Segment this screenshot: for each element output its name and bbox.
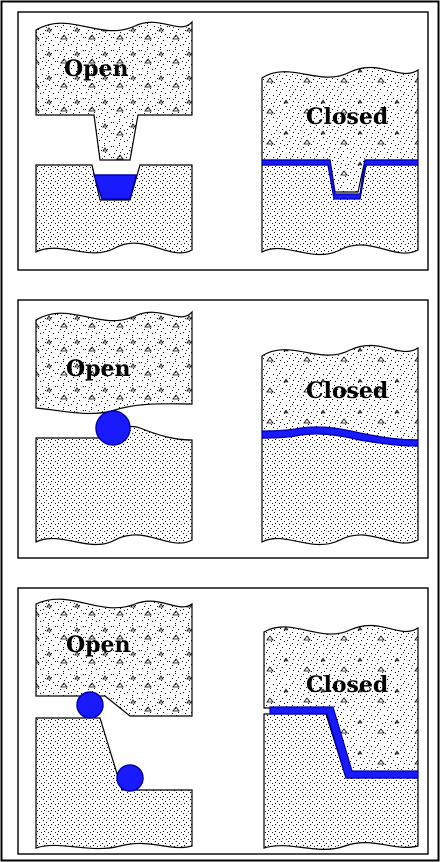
lower-block-closed: [262, 434, 418, 545]
open-label: Open: [66, 356, 131, 382]
open-label: Open: [66, 632, 131, 658]
closed-label: Closed: [306, 378, 388, 404]
round-seal-upper-open: [77, 692, 103, 718]
round-seal-lower-open: [117, 765, 143, 791]
round-seal-open: [96, 411, 130, 445]
closed-label: Closed: [306, 104, 388, 130]
closed-label: Closed: [306, 672, 388, 698]
open-label: Open: [64, 56, 129, 82]
groove-seal-open: [94, 175, 136, 199]
